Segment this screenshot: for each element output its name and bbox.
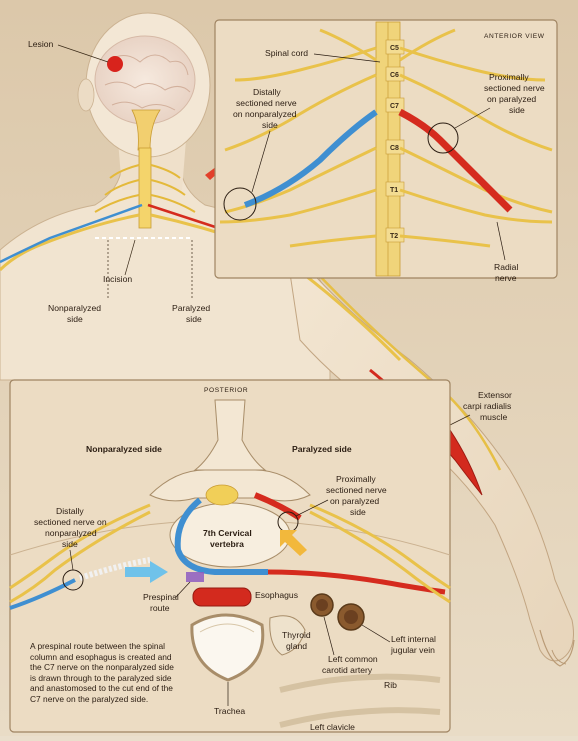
post-proximal-label-2: sectioned nerve	[326, 485, 387, 495]
proximal-nerve-label-2: sectioned nerve	[484, 83, 545, 93]
vertebra-label-2: vertebra	[210, 539, 244, 549]
anterior-view-panel: C5 C6 C7 C8 T1 T2 ANTERI	[214, 19, 558, 283]
anterior-view-label: ANTERIOR VIEW	[484, 33, 545, 40]
extensor-label-3: muscle	[480, 412, 507, 422]
post-proximal-label-1: Proximally	[336, 474, 376, 484]
thyroid-label-1: Thyroid	[282, 630, 311, 640]
esophagus-shape	[192, 587, 252, 607]
post-distal-label-1: Distally	[56, 506, 84, 516]
thyroid-label-2: gland	[286, 641, 307, 651]
proximal-nerve-label-4: side	[509, 105, 525, 115]
proximal-nerve-label-1: Proximally	[489, 72, 529, 82]
lesion-label: Lesion	[28, 39, 54, 49]
extensor-label-2: carpi radialis	[463, 401, 511, 411]
nonparalyzed-side-label-1: Nonparalyzed	[48, 303, 101, 313]
prespinal-route-label-2: route	[150, 603, 170, 613]
distal-nerve-label-3: on nonparalyzed	[233, 109, 297, 119]
nonparalyzed-side-label-2: side	[67, 314, 83, 324]
vertebra-t2: T2	[390, 233, 398, 240]
vertebra-c5: C5	[390, 45, 399, 52]
vertebra-c6: C6	[390, 72, 399, 79]
trachea-shape	[190, 613, 265, 682]
distal-nerve-label-1: Distally	[253, 87, 281, 97]
prespinal-route-label-1: Prespinal	[143, 592, 179, 602]
radial-nerve-arm	[299, 254, 502, 471]
clavicle-label: Left clavicle	[310, 722, 355, 732]
post-proximal-label-3: on paralyzed	[330, 496, 379, 506]
jugular-label-1: Left internal	[391, 634, 436, 644]
radial-nerve-label-2: nerve	[495, 273, 517, 283]
carotid-label-2: carotid artery	[322, 665, 373, 675]
post-proximal-label-4: side	[350, 507, 366, 517]
vertebra-label-1: 7th Cervical	[203, 528, 252, 538]
rib-label: Rib	[384, 680, 397, 690]
vertebra-t1: T1	[390, 187, 398, 194]
spinal-cord-label: Spinal cord	[265, 48, 308, 58]
carotid-label-1: Left common	[328, 654, 378, 664]
extensor-label-1: Extensor	[478, 390, 512, 400]
jugular-label-2: jugular vein	[390, 645, 435, 655]
lesion-spot	[107, 56, 123, 72]
vertebra-c8: C8	[390, 145, 399, 152]
nonparalyzed-side-heading: Nonparalyzed side	[86, 444, 162, 454]
post-distal-label-4: side	[62, 539, 78, 549]
procedure-note: A prespinal route between the spinal col…	[30, 641, 174, 704]
posterior-label: POSTERIOR	[204, 387, 248, 394]
esophagus-label: Esophagus	[255, 590, 298, 600]
proximal-nerve-label-3: on paralyzed	[487, 94, 536, 104]
trachea-label: Trachea	[214, 706, 245, 716]
vertebra-c7: C7	[390, 103, 399, 110]
radial-nerve-label-1: Radial	[494, 262, 518, 272]
paralyzed-side-heading: Paralyzed side	[292, 444, 352, 454]
paralyzed-side-label-2: side	[186, 314, 202, 324]
paralyzed-side-label-1: Paralyzed	[172, 303, 210, 313]
posterior-cross-section-panel: POSTERIOR	[9, 379, 451, 733]
post-distal-label-3: nonparalyzed	[45, 528, 97, 538]
distal-nerve-label-2: sectioned nerve	[236, 98, 297, 108]
incision-label: Incision	[103, 274, 132, 284]
post-distal-label-2: sectioned nerve on	[34, 517, 107, 527]
distal-nerve-label-4: side	[262, 120, 278, 130]
